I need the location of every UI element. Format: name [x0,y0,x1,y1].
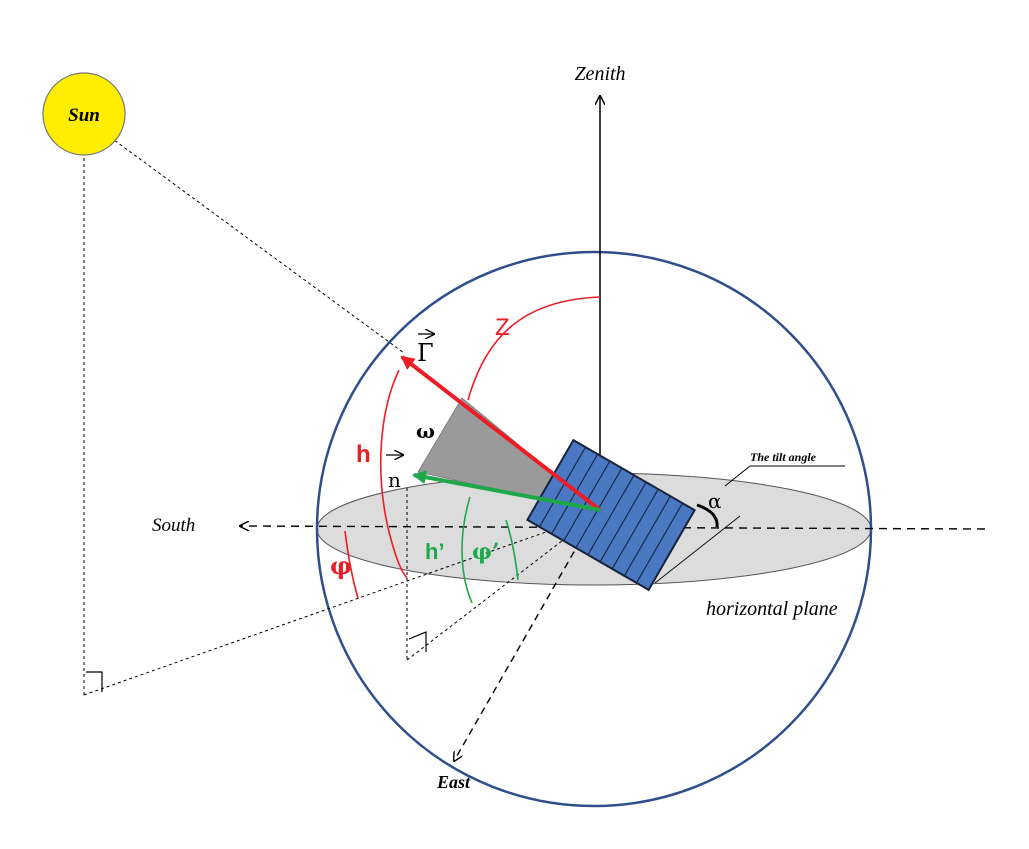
normal-vector-label: n [388,468,401,492]
height-label: h [356,441,371,468]
height-arc [379,369,408,579]
zenith-label: Zenith [574,63,625,85]
sun-ray-line [109,136,405,354]
tilt-angle-label: The tilt angle [750,450,817,464]
phi-prime-arc [505,519,519,581]
phi-arc [344,530,359,599]
sun-ground-projection [83,513,598,696]
horizontal-plane-label: horizontal plane [706,598,838,620]
normal-vector [412,470,601,512]
zenith-angle-label: Z [495,314,510,341]
sun-vector-label: Γ [417,339,434,367]
east-label: East [436,772,471,792]
zenith-angle-arc [467,296,601,401]
sun-right-angle-mark [86,671,103,692]
panel-shadow-line [654,515,741,584]
tilt-angle-leader [724,465,751,487]
omega-label: ω [416,419,435,443]
sun-label: Sun [68,105,100,126]
height-prime-label: h’ [425,539,445,564]
alpha-label: α [708,489,722,513]
height-prime-arc [461,496,473,604]
east-axis [454,509,599,761]
solar-panel [526,438,696,592]
sun-disc [42,72,126,156]
tilt-angle-arc [696,503,719,528]
phi-label: φ [330,551,352,580]
south-label: South [152,515,195,536]
phi-prime-label: φ’ [472,539,500,565]
south-axis [240,526,986,529]
normal-right-angle-mark [408,631,427,652]
sun-vector [400,355,602,512]
